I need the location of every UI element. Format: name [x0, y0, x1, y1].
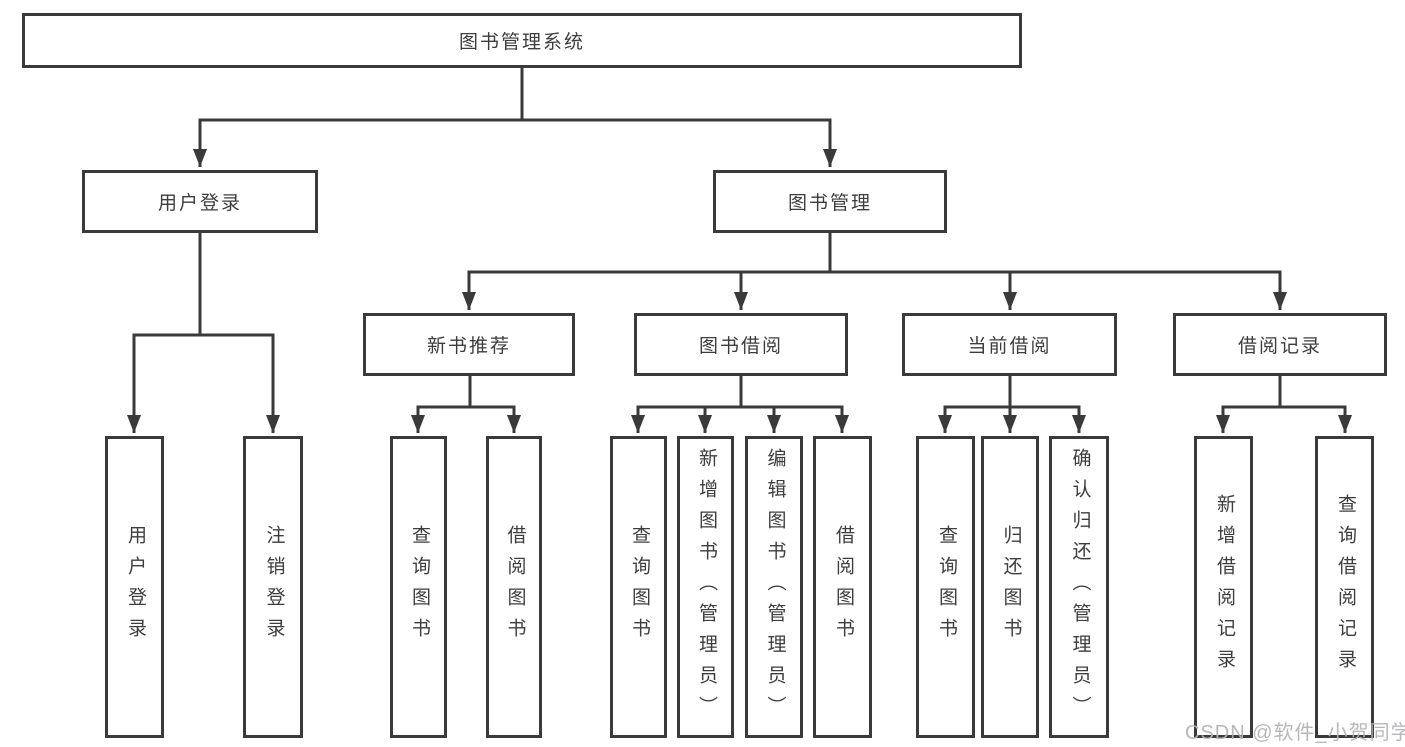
node-book-borrowing: 图书借阅	[634, 313, 848, 376]
leaf-confirm-return-admin: 确认归还（管理员）	[1049, 436, 1109, 738]
node-new-book-recommendation: 新书推荐	[363, 313, 575, 376]
leaf-user-login: 用户登录	[105, 436, 164, 738]
root-node-library-management-system: 图书管理系统	[22, 13, 1022, 68]
node-current-borrowing: 当前借阅	[902, 313, 1117, 376]
leaf-add-book-admin: 新增图书（管理员）	[677, 436, 734, 738]
leaf-add-borrow-record: 新增借阅记录	[1194, 436, 1253, 738]
leaf-query-books-borrowing: 查询图书	[610, 436, 667, 738]
csdn-watermark: CSDN @软件_小贺同学	[1185, 722, 1405, 744]
node-borrow-records: 借阅记录	[1173, 313, 1387, 376]
leaf-query-borrow-record: 查询借阅记录	[1315, 436, 1374, 738]
leaf-query-books-recommend: 查询图书	[390, 436, 447, 738]
leaf-borrow-books-recommend: 借阅图书	[486, 436, 542, 738]
node-user-login: 用户登录	[82, 170, 318, 233]
leaf-edit-book-admin: 编辑图书（管理员）	[745, 436, 803, 738]
leaf-return-book: 归还图书	[981, 436, 1039, 738]
leaf-logout: 注销登录	[243, 436, 303, 738]
leaf-borrow-books-borrowing: 借阅图书	[813, 436, 872, 738]
leaf-query-books-current: 查询图书	[916, 436, 975, 738]
node-book-management: 图书管理	[713, 170, 947, 233]
